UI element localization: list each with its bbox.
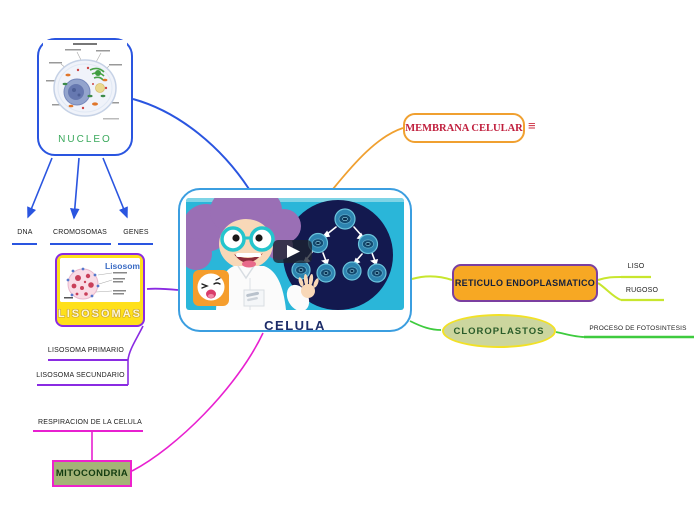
reticulo-label: RETICULO ENDOPLASMATICO <box>454 278 596 288</box>
link-lisosomas <box>146 287 179 291</box>
cell-diagram-image <box>43 40 127 128</box>
node-celula-center[interactable]: CELULA <box>178 188 412 333</box>
topic-rugoso[interactable]: RUGOSO <box>625 287 659 294</box>
node-reticulo[interactable]: RETICULO ENDOPLASMATICO <box>452 264 598 302</box>
node-membrana-celular[interactable]: MEMBRANA CELULAR <box>403 113 525 143</box>
membrana-label: MEMBRANA CELULAR <box>405 122 523 134</box>
topic-dna[interactable]: DNA <box>17 229 33 236</box>
node-mitocondria[interactable]: MITOCONDRIA <box>52 460 132 487</box>
celula-label: CELULA <box>264 318 326 333</box>
link-fotosintesis <box>555 331 585 338</box>
scientist-character <box>186 198 319 310</box>
topic-cromosomas[interactable]: CROMOSOMAS <box>52 229 108 236</box>
play-icon[interactable] <box>273 240 312 263</box>
link-lisosomas-children <box>127 325 144 385</box>
link-reticulo <box>411 275 453 281</box>
topic-respiracion[interactable]: RESPIRACION DE LA CELULA <box>38 419 142 426</box>
nucleo-label: NUCLEO <box>58 134 112 145</box>
lisosoma-image-title: Lisosoma <box>105 261 140 271</box>
lisosoma-image: Lisosoma <box>60 258 145 302</box>
link-liso <box>597 276 622 281</box>
topic-lisosoma-primario[interactable]: LISOSOMA PRIMARIO <box>47 347 125 354</box>
link-nucleo <box>132 98 250 190</box>
lisosomas-label: LISOSOMAS <box>57 308 142 320</box>
arrow-icon <box>27 157 128 220</box>
link-mitocondria <box>131 332 264 472</box>
topic-lisosoma-secundario[interactable]: LISOSOMA SECUNDARIO <box>36 372 125 379</box>
notes-icon[interactable]: ≡ <box>528 118 536 133</box>
blob-character-badge <box>193 270 229 306</box>
link-membrana <box>332 127 404 190</box>
cloroplastos-label: CLOROPLASTOS <box>453 325 545 337</box>
link-rugoso <box>597 282 622 301</box>
topic-genes[interactable]: GENES <box>123 229 149 236</box>
node-nucleo[interactable]: NUCLEO <box>37 38 133 156</box>
topic-fotosintesis[interactable]: PROCESO DE FOTOSINTESIS <box>589 325 687 332</box>
mitocondria-label: MITOCONDRIA <box>55 468 129 479</box>
link-cloroplastos <box>409 320 442 331</box>
node-lisosomas[interactable]: Lisosoma LISOSOMAS <box>55 253 145 327</box>
topic-liso[interactable]: LISO <box>627 263 645 270</box>
video-thumbnail[interactable] <box>186 198 404 310</box>
node-cloroplastos[interactable]: CLOROPLASTOS <box>442 314 556 348</box>
